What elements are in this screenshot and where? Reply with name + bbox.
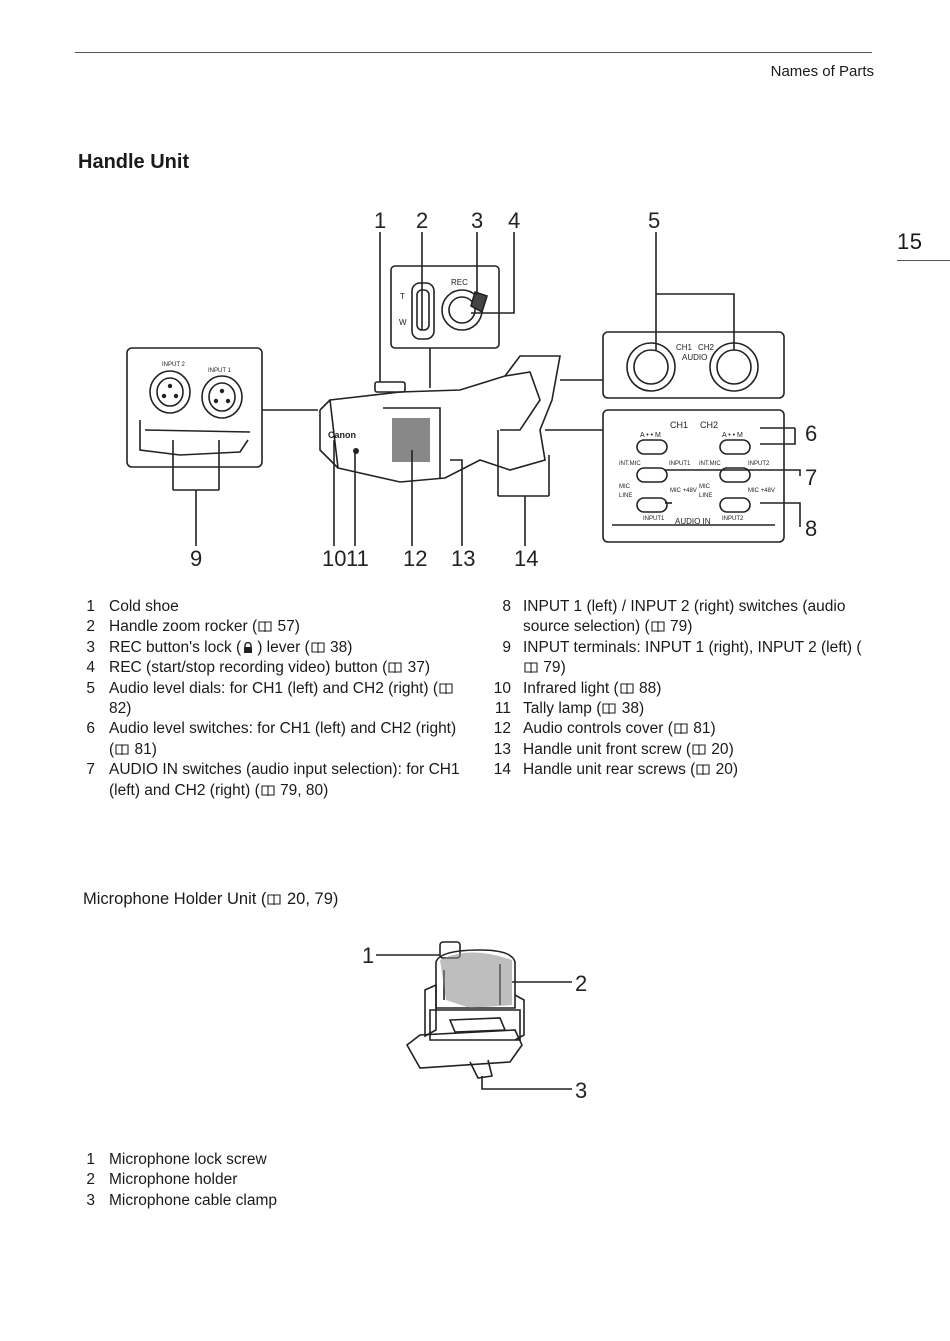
callout-10: 10 xyxy=(322,546,346,571)
handle-unit-figure: 1 2 3 4 5 6 7 8 9 10 11 12 13 14 REC T W… xyxy=(126,208,817,571)
label-input1-terminal: INPUT 1 xyxy=(208,368,232,374)
book-icon xyxy=(439,683,453,694)
label-dial-ch2: CH2 xyxy=(698,343,715,352)
label-rec: REC xyxy=(451,278,468,287)
lock-icon xyxy=(242,641,256,653)
book-icon xyxy=(524,662,538,674)
mic-callout-3: 3 xyxy=(575,1078,587,1103)
label-a-m-ch1: A • • M xyxy=(640,432,661,439)
book-icon xyxy=(602,703,616,715)
label-input2-bottom: INPUT2 xyxy=(722,516,744,522)
label-canon: Canon xyxy=(328,430,356,440)
book-icon xyxy=(261,785,275,796)
audio-dials-inset xyxy=(602,331,785,399)
page-number: 15 xyxy=(897,229,923,254)
book-icon xyxy=(388,662,402,674)
callout-5: 5 xyxy=(648,208,660,233)
label-int-mic-ch1: INT.MIC xyxy=(619,461,641,467)
callout-13: 13 xyxy=(451,546,475,571)
book-icon xyxy=(620,683,634,694)
label-dial-ch1: CH1 xyxy=(676,343,693,352)
rec-inset xyxy=(390,265,500,349)
label-input2-terminal: INPUT 2 xyxy=(162,362,186,368)
running-head: Names of Parts xyxy=(770,63,874,80)
label-t: T xyxy=(400,292,405,301)
book-icon xyxy=(115,744,129,755)
book-icon xyxy=(651,621,665,633)
label-mic-ch2: MIC xyxy=(699,484,711,490)
callout-3: 3 xyxy=(471,208,483,233)
book-icon xyxy=(692,744,706,755)
label-int-mic-ch2: INT.MIC xyxy=(699,461,721,467)
label-mic-ch1: MIC xyxy=(619,484,631,490)
label-mic48v-ch2: MIC +48V xyxy=(748,488,775,494)
callout-9: 9 xyxy=(190,546,202,571)
callout-1: 1 xyxy=(374,208,386,233)
callout-11: 11 xyxy=(346,546,369,571)
label-switch-ch2: CH2 xyxy=(700,420,718,430)
book-icon xyxy=(674,723,688,735)
label-audio-in: AUDIO IN xyxy=(675,517,711,526)
callout-7: 7 xyxy=(805,465,817,490)
callout-2: 2 xyxy=(416,208,428,233)
callout-4: 4 xyxy=(508,208,520,233)
label-line-ch1: LINE xyxy=(619,493,632,499)
mic-callout-2: 2 xyxy=(575,971,587,996)
callout-14: 14 xyxy=(514,546,538,571)
callout-8: 8 xyxy=(805,516,817,541)
label-dial-audio: AUDIO xyxy=(682,353,707,362)
page-number-rule xyxy=(897,260,950,261)
top-rule xyxy=(75,52,872,53)
label-w: W xyxy=(399,318,407,327)
book-icon xyxy=(311,642,325,653)
book-icon xyxy=(267,894,281,905)
section-title-handle-unit: Handle Unit xyxy=(78,151,190,173)
mic-callout-1: 1 xyxy=(362,943,374,968)
label-line-ch2: LINE xyxy=(699,493,712,499)
subsection-title-microphone-holder: Microphone Holder Unit ( 20, 79) xyxy=(83,890,339,908)
input-terminals-inset xyxy=(126,347,263,468)
callout-6: 6 xyxy=(805,421,817,446)
callout-12: 12 xyxy=(403,546,427,571)
label-a-m-ch2: A • • M xyxy=(722,432,743,439)
label-input1-bottom: INPUT1 xyxy=(643,516,665,522)
book-icon xyxy=(258,621,272,633)
label-input1-small: INPUT1 xyxy=(669,461,691,467)
label-switch-ch1: CH1 xyxy=(670,420,688,430)
label-input2-small: INPUT2 xyxy=(748,461,770,467)
audio-switches-inset xyxy=(602,409,785,543)
book-icon xyxy=(696,764,710,776)
label-mic48v-ch1: MIC +48V xyxy=(670,488,697,494)
